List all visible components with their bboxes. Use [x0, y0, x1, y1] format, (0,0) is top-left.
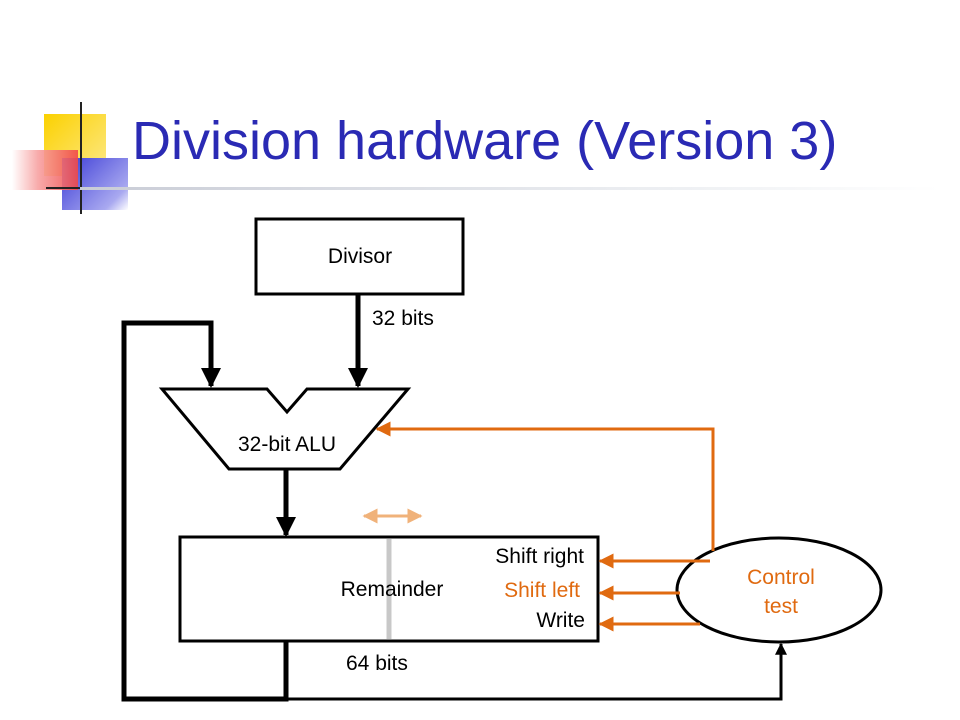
- control-to-alu-signal: [375, 421, 715, 551]
- remainder-register: Remainder Shift right Shift left Write: [178, 535, 600, 643]
- divisor-label: Divisor: [328, 245, 392, 268]
- decor-vertical-line: [80, 102, 82, 214]
- decor-red-square: [12, 150, 78, 190]
- write-label: Write: [536, 609, 585, 632]
- shift-left-label: Shift left: [504, 579, 580, 602]
- remainder-feedback-wire: [121, 320, 289, 702]
- shift-right-label: Shift right: [495, 545, 584, 568]
- alu-label: 32-bit ALU: [238, 433, 336, 456]
- alu: 32-bit ALU: [158, 387, 412, 471]
- remainder-width-label: 64 bits: [346, 652, 408, 675]
- remainder-label: Remainder: [341, 578, 444, 601]
- remainder-to-control-wire: [286, 642, 787, 701]
- decor-horizontal-line: [46, 187, 82, 189]
- divisor-width-label: 32 bits: [372, 307, 434, 330]
- control-test-unit: Control test: [675, 536, 883, 644]
- slide-title: Division hardware (Version 3): [132, 111, 838, 171]
- title-underline: [80, 187, 940, 190]
- control-label-line1: Control: [747, 566, 815, 589]
- divisor-register: Divisor: [254, 217, 465, 296]
- control-label-line2: test: [764, 595, 798, 618]
